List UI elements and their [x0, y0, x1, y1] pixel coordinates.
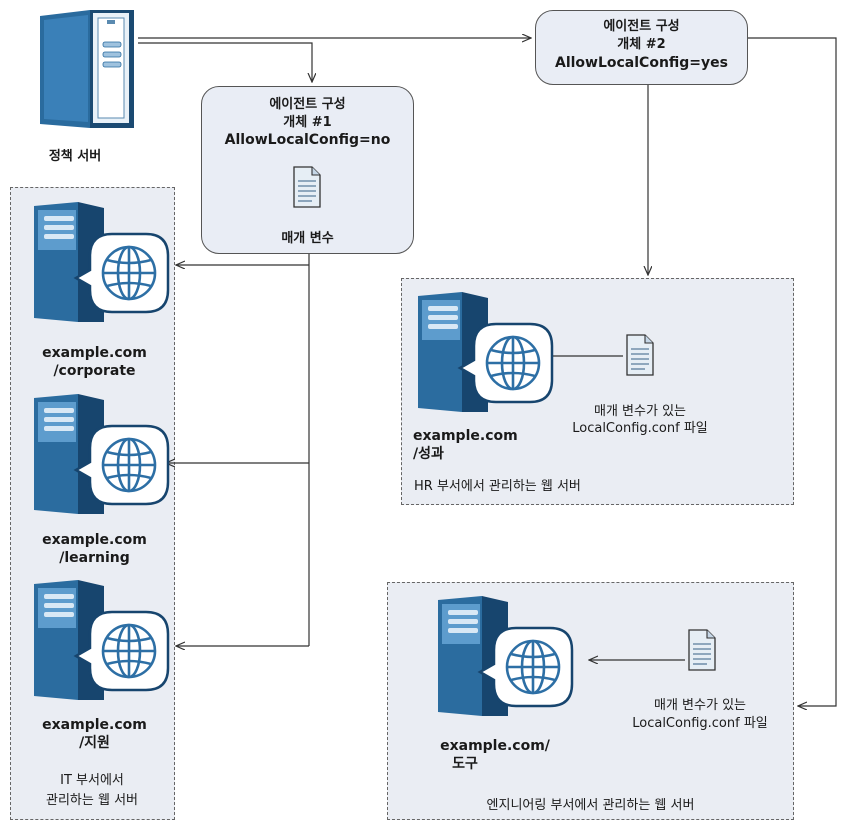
support-server-line1: example.com — [42, 717, 147, 733]
corporate-server-line2: /corporate — [53, 363, 136, 379]
web-server-icon-learning — [26, 390, 176, 524]
hr-file-label-line1: 매개 변수가 있는 — [594, 404, 686, 419]
eng-file-label-line2: LocalConfig.conf 파일 — [632, 716, 768, 731]
hr-file-label-line2: LocalConfig.conf 파일 — [572, 421, 708, 436]
config1-param-label: 매개 변수 — [281, 231, 334, 246]
support-server-line2: /지원 — [79, 735, 110, 751]
hr-server-line1: example.com — [413, 428, 518, 444]
web-server-icon-corporate — [26, 198, 176, 332]
config1-title-line2: 개체 #1 — [283, 115, 332, 130]
it-group-label-line2: 관리하는 웹 서버 — [46, 793, 138, 808]
web-server-icon-eng — [430, 592, 580, 726]
eng-file-label-line1: 매개 변수가 있는 — [654, 698, 746, 713]
hr-server-line2: /성과 — [413, 446, 444, 462]
hr-group-label: HR 부서에서 관리하는 웹 서버 — [414, 479, 581, 494]
learning-server-line1: example.com — [42, 532, 147, 548]
config2-setting: AllowLocalConfig=yes — [554, 55, 728, 71]
policy-server-icon — [40, 10, 134, 128]
document-icon — [293, 166, 321, 208]
config1-setting: AllowLocalConfig=no — [224, 132, 391, 148]
hr-config-file-icon — [626, 334, 654, 376]
web-server-icon-support — [26, 576, 176, 710]
it-group-label-line1: IT 부서에서 — [60, 773, 124, 788]
corporate-server-line1: example.com — [42, 345, 147, 361]
config2-title-line2: 개체 #2 — [617, 37, 666, 52]
policy-to-config1-arrow — [138, 42, 312, 82]
config2-title-line1: 에이전트 구성 — [603, 19, 680, 34]
eng-group-label: 엔지니어링 부서에서 관리하는 웹 서버 — [486, 798, 695, 813]
eng-config-file-icon — [688, 629, 716, 671]
web-server-icon-hr — [410, 288, 560, 422]
eng-server-line2: 도구 — [452, 756, 478, 772]
eng-server-line1: example.com/ — [440, 738, 550, 754]
learning-server-line2: /learning — [59, 550, 130, 566]
config2-to-eng-arrow — [748, 37, 837, 706]
config1-title-line1: 에이전트 구성 — [269, 97, 346, 112]
agent-config-2-box — [535, 10, 748, 85]
policy-server-label: 정책 서버 — [48, 149, 102, 164]
